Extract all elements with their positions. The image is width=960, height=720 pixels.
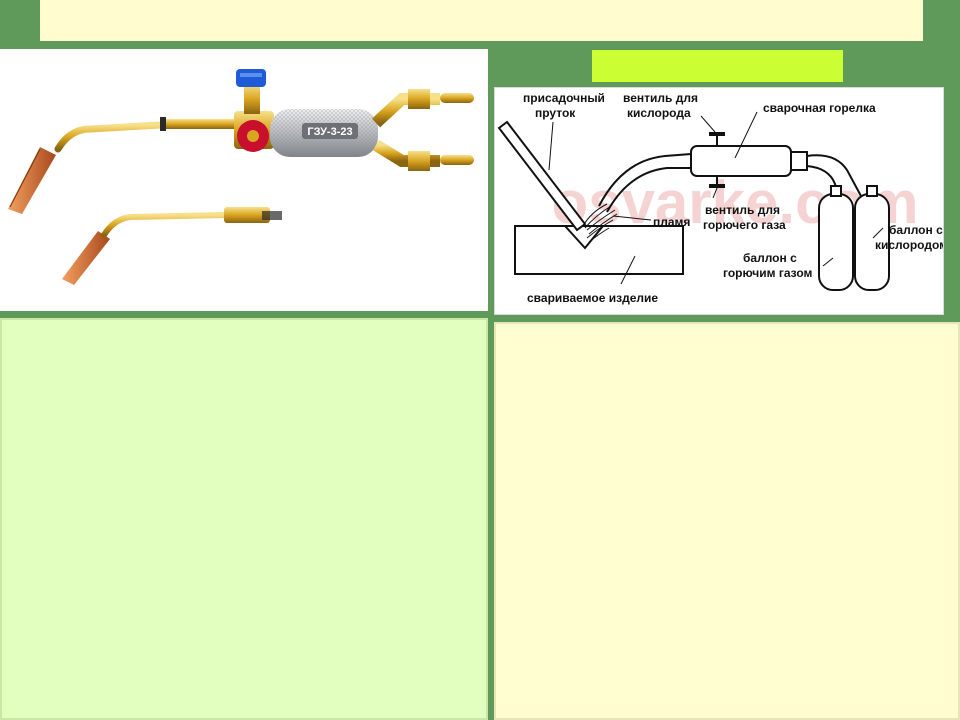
label-oxygen-valve-2: кислорода (627, 106, 691, 120)
welding-scheme: osvarke.com (494, 87, 944, 315)
label-oxygen-cylinder-1: баллон с (889, 223, 943, 237)
torch-marking: ГЗУ-3-23 (307, 126, 352, 138)
label-fuel-cylinder-1: баллон с (743, 251, 797, 265)
label-fuel-cylinder-2: горючим газом (723, 266, 813, 280)
title-bar (40, 0, 923, 41)
torch-photo: ГЗУ-3-23 (0, 49, 488, 311)
left-text-panel (0, 318, 488, 720)
torch-icon: ГЗУ-3-23 (8, 69, 474, 214)
right-text-panel (494, 322, 960, 720)
label-oxygen-cylinder-2: кислородом (875, 238, 944, 252)
label-oxygen-valve-1: вентиль для (623, 91, 698, 105)
label-fuel-valve-2: горючего газа (703, 218, 786, 232)
torch-illustration: ГЗУ-3-23 (8, 69, 474, 285)
welding-scheme-diagram: osvarke.com (497, 91, 944, 305)
label-filler-rod-2: пруток (535, 106, 576, 120)
label-workpiece: свариваемое изделие (527, 291, 658, 305)
label-torch: сварочная горелка (763, 101, 876, 115)
label-strip (592, 50, 843, 82)
label-filler-rod-1: присадочный (523, 91, 605, 105)
tip-icon (62, 207, 282, 285)
label-fuel-valve-1: вентиль для (705, 203, 780, 217)
label-flame: пламя (653, 215, 690, 229)
